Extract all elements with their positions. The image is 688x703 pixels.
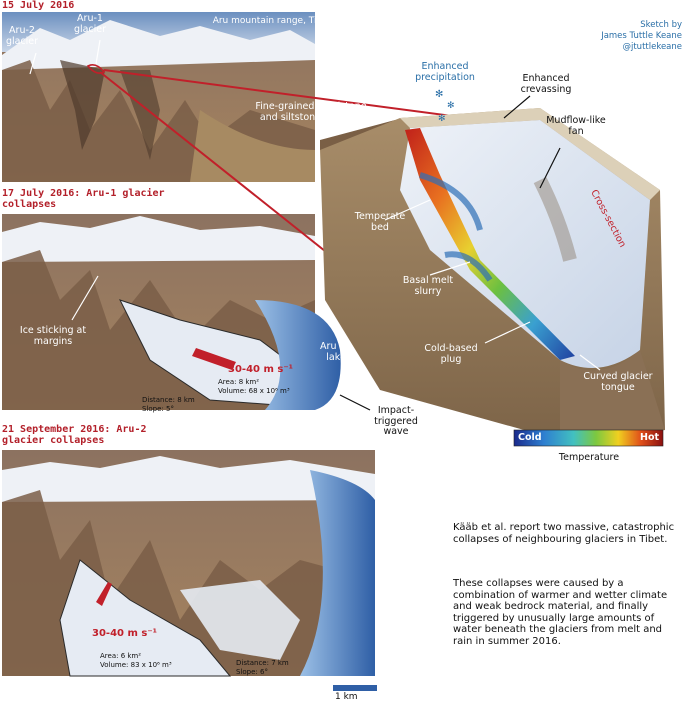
panel-2-distance: Distance: 8 km (142, 396, 195, 404)
temperature-legend-bar (513, 429, 664, 447)
scale-bar (333, 685, 377, 691)
ice-margins-label: Ice sticking at margins (19, 325, 87, 347)
legend-hot: Hot (640, 432, 660, 443)
panel-2-slide-arrow (192, 348, 236, 370)
panel-1-title: 15 July 2016 (2, 0, 75, 11)
tongue-label: Curved glacier tongue (583, 371, 653, 393)
svg-text:✻: ✻ (447, 101, 455, 111)
credit-line-3: @jtuttlekeane (622, 42, 682, 52)
legend-cold: Cold (518, 432, 542, 443)
lake-label: Aru Co lake (320, 341, 352, 363)
panel-2-scene (2, 214, 341, 410)
panel-3-slope: Slope: 6° (236, 668, 268, 676)
panel-3-volume: Volume: 83 x 10⁶ m³ (100, 661, 172, 669)
summary-paragraph-2: These collapses were caused by a combina… (453, 578, 668, 647)
panel-3-distance: Distance: 7 km (236, 659, 289, 667)
scale-label: 1 km (335, 692, 358, 702)
temperate-bed-label: Temperate bed (354, 211, 406, 233)
panel-3-slide-arrow (96, 582, 112, 606)
svg-text:✻: ✻ (435, 89, 443, 100)
range-label: Aru mountain range, Tibet (212, 16, 332, 26)
panel-3-scene (2, 450, 375, 677)
aru1-label: Aru-1 glacier (73, 13, 107, 35)
panel-2-volume: Volume: 68 x 10⁶ m³ (218, 387, 290, 395)
panel-3-title: 21 September 2016: Aru-2 glacier collaps… (2, 424, 147, 446)
panel-1-scene (2, 12, 315, 182)
callout-lines-dark (339, 95, 561, 411)
callout-lines (29, 39, 601, 371)
bedrock-label: Fine-grained sandstone and siltstone bed… (255, 101, 367, 123)
aru2-label: Aru-2 glacier (5, 25, 39, 47)
credit: Sketch by James Tuttle Keane @jtuttlekea… (570, 20, 682, 53)
impact-wave-label: Impact-triggered wave (374, 405, 418, 437)
panel-3-area: Area: 6 km² (100, 652, 142, 660)
svg-text:✻: ✻ (438, 114, 446, 124)
crevassing-label: Enhanced crevassing (520, 73, 572, 95)
basal-melt-label: Basal melt slurry (402, 275, 454, 297)
panel-2-speed: 30-40 m s⁻¹ (228, 364, 293, 375)
mudflow-label: Mudflow-like fan (546, 115, 606, 137)
precip-label: Enhanced precipitation (415, 61, 475, 83)
legend-title: Temperature (558, 452, 620, 463)
panel-2-area: Area: 8 km² (218, 378, 260, 386)
credit-line-1: Sketch by (640, 20, 682, 30)
panel-2-slope: Slope: 5° (142, 405, 174, 413)
panel-3-speed: 30-40 m s⁻¹ (92, 628, 157, 639)
cold-plug-label: Cold-based plug (424, 343, 478, 365)
glacier-block-diagram (320, 108, 665, 440)
summary-paragraph-1: Kääb et al. report two massive, catastro… (453, 522, 675, 545)
panel-2-title: 17 July 2016: Aru-1 glacier collapses (2, 188, 165, 210)
credit-line-2: James Tuttle Keane (601, 31, 682, 41)
